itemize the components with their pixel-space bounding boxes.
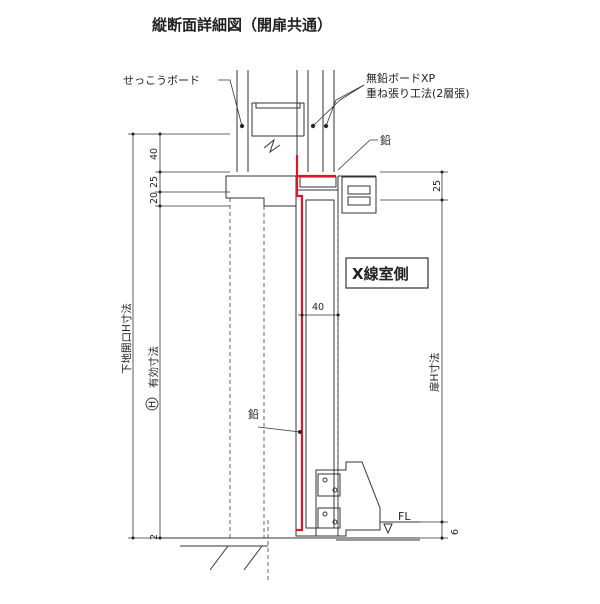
lead-lining xyxy=(295,155,336,532)
dim-6-bottom: 6 xyxy=(450,529,461,535)
h-circle xyxy=(145,397,159,411)
head-frame xyxy=(225,175,297,207)
leadfree-label-2: 重ね張り工法(2層張) xyxy=(366,86,470,100)
dim-40-mid: 40 xyxy=(312,302,324,313)
door-leaf xyxy=(295,175,377,537)
room-label: X線室側 xyxy=(352,265,409,283)
dim-2-bottom: 2 xyxy=(149,534,160,540)
room-label-box xyxy=(345,257,429,289)
jamb-dashed xyxy=(229,198,269,580)
right-dimensions xyxy=(298,171,448,540)
door-h-label: 扉H寸法 xyxy=(428,353,441,392)
board-leaders xyxy=(218,79,365,129)
h-circle-letter: H xyxy=(148,401,159,408)
dim-25-right: 25 xyxy=(432,180,443,192)
lead-label-side: 鉛 xyxy=(248,407,259,421)
rough-opening-label: 下地開口H寸法 xyxy=(120,303,133,374)
effective-size-label: 有効寸法 xyxy=(147,346,160,388)
leadfree-label-1: 無鉛ボードXP xyxy=(366,71,436,85)
gypsum-label: せっこうボード xyxy=(123,74,200,87)
lead-leaders xyxy=(257,139,378,434)
dim-20-left: 20 xyxy=(149,192,160,204)
upper-wall xyxy=(236,70,335,172)
dim-25-left: 25 xyxy=(149,176,160,188)
dim-40-top: 40 xyxy=(149,148,160,160)
left-dimensions xyxy=(128,133,230,539)
fl-label: FL xyxy=(398,510,411,523)
drawing-title: 縦断面詳細図（開扉共通） xyxy=(152,16,332,34)
bottom-bracket xyxy=(315,461,381,537)
lead-label-top: 鉛 xyxy=(380,133,391,147)
